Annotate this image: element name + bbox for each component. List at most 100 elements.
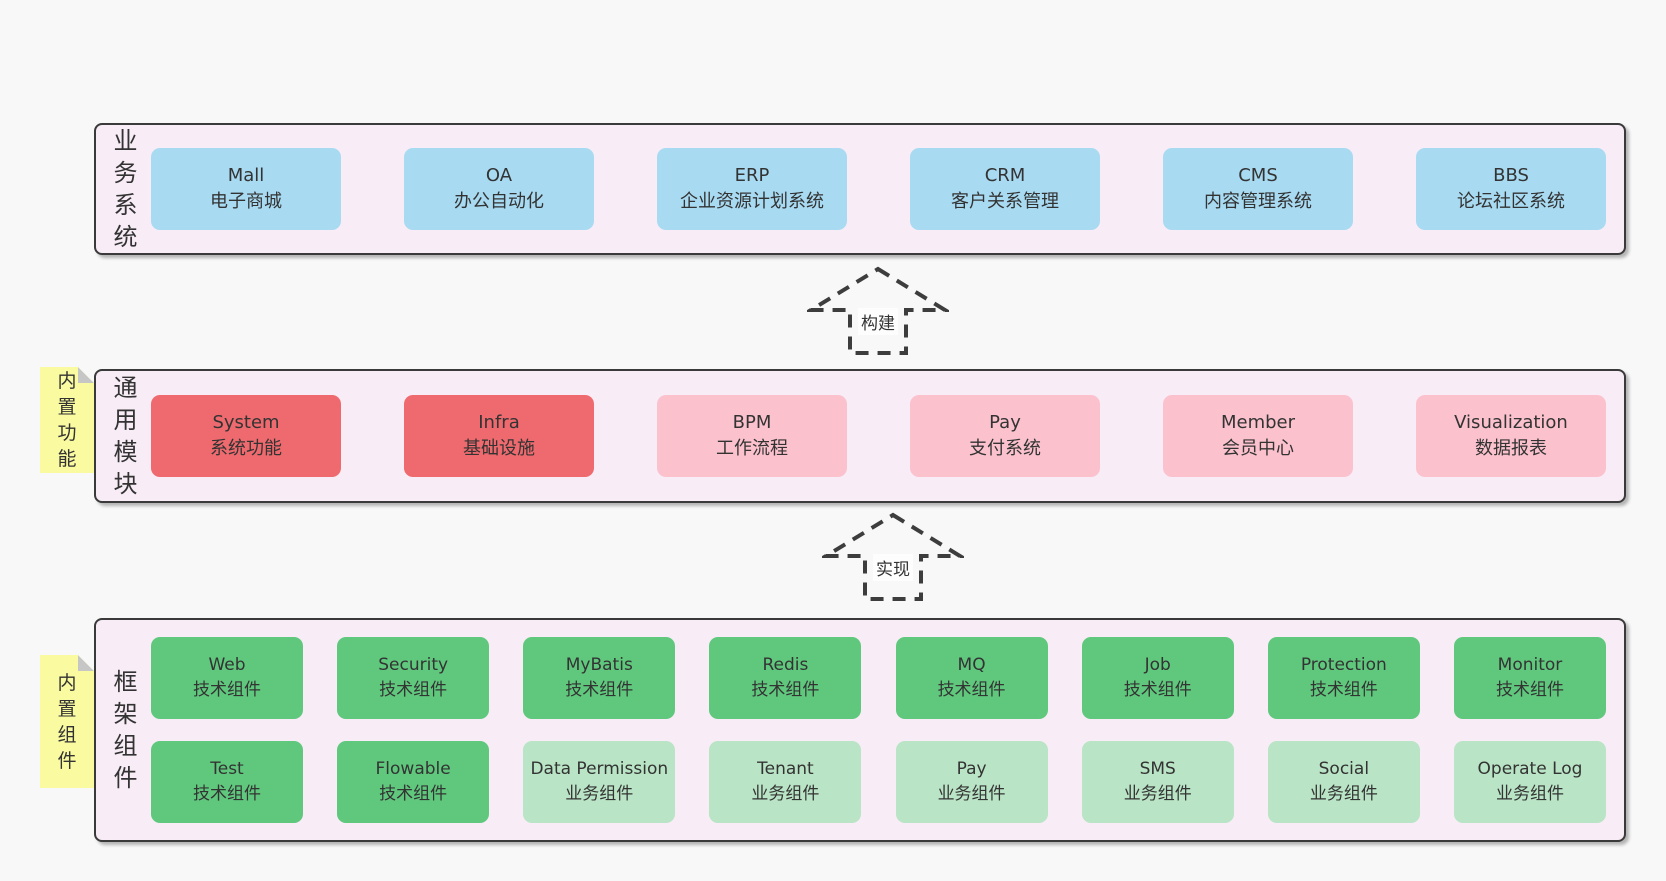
box-erp: ERP 企业资源计划系统 [657, 148, 847, 230]
box-title: Data Permission [530, 759, 669, 780]
box-subtitle: 工作流程 [716, 438, 788, 459]
box-title: Member [1220, 411, 1296, 433]
box-protection: Protection 技术组件 [1267, 637, 1420, 719]
up-arrow-icon [807, 266, 949, 355]
implement-arrow: 实现 [822, 510, 964, 602]
box-subtitle: 内容管理系统 [1204, 191, 1312, 212]
box-title: BBS [1493, 164, 1529, 186]
box-subtitle: 业务组件 [1123, 784, 1192, 804]
box-subtitle: 数据报表 [1475, 438, 1547, 459]
box-title: System [212, 411, 280, 433]
box-member: Member 会员中心 [1163, 395, 1353, 477]
box-subtitle: 技术组件 [193, 680, 261, 700]
box-subtitle: 技术组件 [379, 784, 448, 804]
box-title: Test [210, 759, 244, 780]
box-mq: MQ 技术组件 [895, 637, 1048, 719]
band-modules-label: 通用模块 [113, 374, 138, 498]
box-title: CMS [1238, 164, 1278, 186]
box-title: Tenant [757, 759, 814, 780]
band-framework-components: 框架组件 Web 技术组件 Security 技术组件 MyBatis 技术组件… [94, 618, 1626, 842]
box-subtitle: 技术组件 [193, 784, 261, 804]
box-subtitle: 技术组件 [1495, 680, 1564, 700]
band-business-label: 业务系统 [113, 127, 138, 251]
sticky-note-builtin-components: 内置组件 [40, 655, 94, 788]
box-title: CRM [984, 164, 1026, 186]
implement-arrow-label: 实现 [873, 554, 913, 581]
box-tenant: Tenant 业务组件 [709, 741, 862, 823]
box-title: BPM [732, 411, 772, 433]
box-subtitle: 会员中心 [1222, 438, 1294, 459]
box-mall: Mall 电子商城 [151, 148, 341, 230]
box-subtitle: 基础设施 [463, 438, 535, 459]
band-common-modules: 通用模块 System 系统功能 Infra 基础设施 BPM 工作流程 Pay… [94, 369, 1626, 503]
box-subtitle: 办公自动化 [454, 191, 544, 212]
up-arrow-icon [822, 512, 964, 601]
box-subtitle: 客户关系管理 [951, 191, 1059, 212]
box-subtitle: 电子商城 [210, 191, 282, 212]
box-title: Flowable [375, 759, 451, 780]
box-oa: OA 办公自动化 [404, 148, 594, 230]
box-web: Web 技术组件 [151, 637, 303, 719]
sticky-note-builtin-features: 内置功能 [40, 367, 94, 473]
box-redis: Redis 技术组件 [709, 637, 862, 719]
box-title: MQ [957, 655, 986, 676]
box-title: SMS [1139, 759, 1176, 780]
box-subtitle: 企业资源计划系统 [680, 191, 824, 212]
box-monitor: Monitor 技术组件 [1453, 637, 1606, 719]
box-security: Security 技术组件 [337, 637, 490, 719]
band-business-content: Mall 电子商城 OA 办公自动化 ERP 企业资源计划系统 CRM 客户关系… [139, 148, 1624, 230]
box-subtitle: 技术组件 [751, 680, 820, 700]
box-title: ERP [734, 164, 770, 186]
box-subtitle: 技术组件 [1123, 680, 1192, 700]
box-title: OA [485, 164, 513, 186]
band-business-systems: 业务系统 Mall 电子商城 OA 办公自动化 ERP 企业资源计划系统 CRM… [94, 123, 1626, 255]
box-subtitle: 技术组件 [379, 680, 448, 700]
build-arrow-label: 构建 [858, 308, 898, 335]
box-subtitle: 论坛社区系统 [1457, 191, 1565, 212]
box-pay-business: Pay 业务组件 [895, 741, 1048, 823]
box-data-permission: Data Permission 业务组件 [523, 741, 676, 823]
sticky-features-label: 内置功能 [57, 370, 77, 470]
box-title: Web [208, 655, 246, 676]
box-title: Social [1318, 759, 1370, 780]
folded-corner-icon [78, 655, 94, 671]
box-title: Pay [989, 411, 1021, 433]
box-title: Visualization [1454, 411, 1568, 433]
box-operate-log: Operate Log 业务组件 [1453, 741, 1606, 823]
box-flowable: Flowable 技术组件 [337, 741, 490, 823]
box-job: Job 技术组件 [1081, 637, 1234, 719]
box-system: System 系统功能 [151, 395, 341, 477]
box-subtitle: 技术组件 [565, 680, 634, 700]
band-components-label: 框架组件 [113, 668, 138, 792]
box-subtitle: 业务组件 [1309, 784, 1378, 804]
box-social: Social 业务组件 [1267, 741, 1420, 823]
box-cms: CMS 内容管理系统 [1163, 148, 1353, 230]
box-bpm: BPM 工作流程 [657, 395, 847, 477]
box-test: Test 技术组件 [151, 741, 303, 823]
box-title: Mall [227, 164, 265, 186]
box-title: Redis [762, 655, 809, 676]
box-subtitle: 技术组件 [1309, 680, 1378, 700]
box-title: Security [378, 655, 449, 676]
box-pay: Pay 支付系统 [910, 395, 1100, 477]
box-visualization: Visualization 数据报表 [1416, 395, 1606, 477]
box-title: Job [1144, 655, 1171, 676]
folded-corner-icon [78, 367, 94, 383]
box-subtitle: 业务组件 [565, 784, 634, 804]
box-subtitle: 支付系统 [969, 438, 1041, 459]
box-title: Operate Log [1477, 759, 1583, 780]
box-subtitle: 系统功能 [210, 438, 282, 459]
components-row-1: Web 技术组件 Security 技术组件 MyBatis 技术组件 Redi… [151, 637, 1606, 719]
sticky-components-label: 内置组件 [57, 671, 77, 772]
box-title: Pay [956, 759, 987, 780]
box-subtitle: 技术组件 [937, 680, 1006, 700]
box-subtitle: 业务组件 [1495, 784, 1564, 804]
build-arrow: 构建 [807, 264, 949, 356]
box-infra: Infra 基础设施 [404, 395, 594, 477]
box-title: MyBatis [565, 655, 633, 676]
box-crm: CRM 客户关系管理 [910, 148, 1100, 230]
band-components-content: Web 技术组件 Security 技术组件 MyBatis 技术组件 Redi… [139, 637, 1624, 823]
box-mybatis: MyBatis 技术组件 [523, 637, 676, 719]
box-title: Protection [1300, 655, 1387, 676]
box-subtitle: 业务组件 [937, 784, 1006, 804]
